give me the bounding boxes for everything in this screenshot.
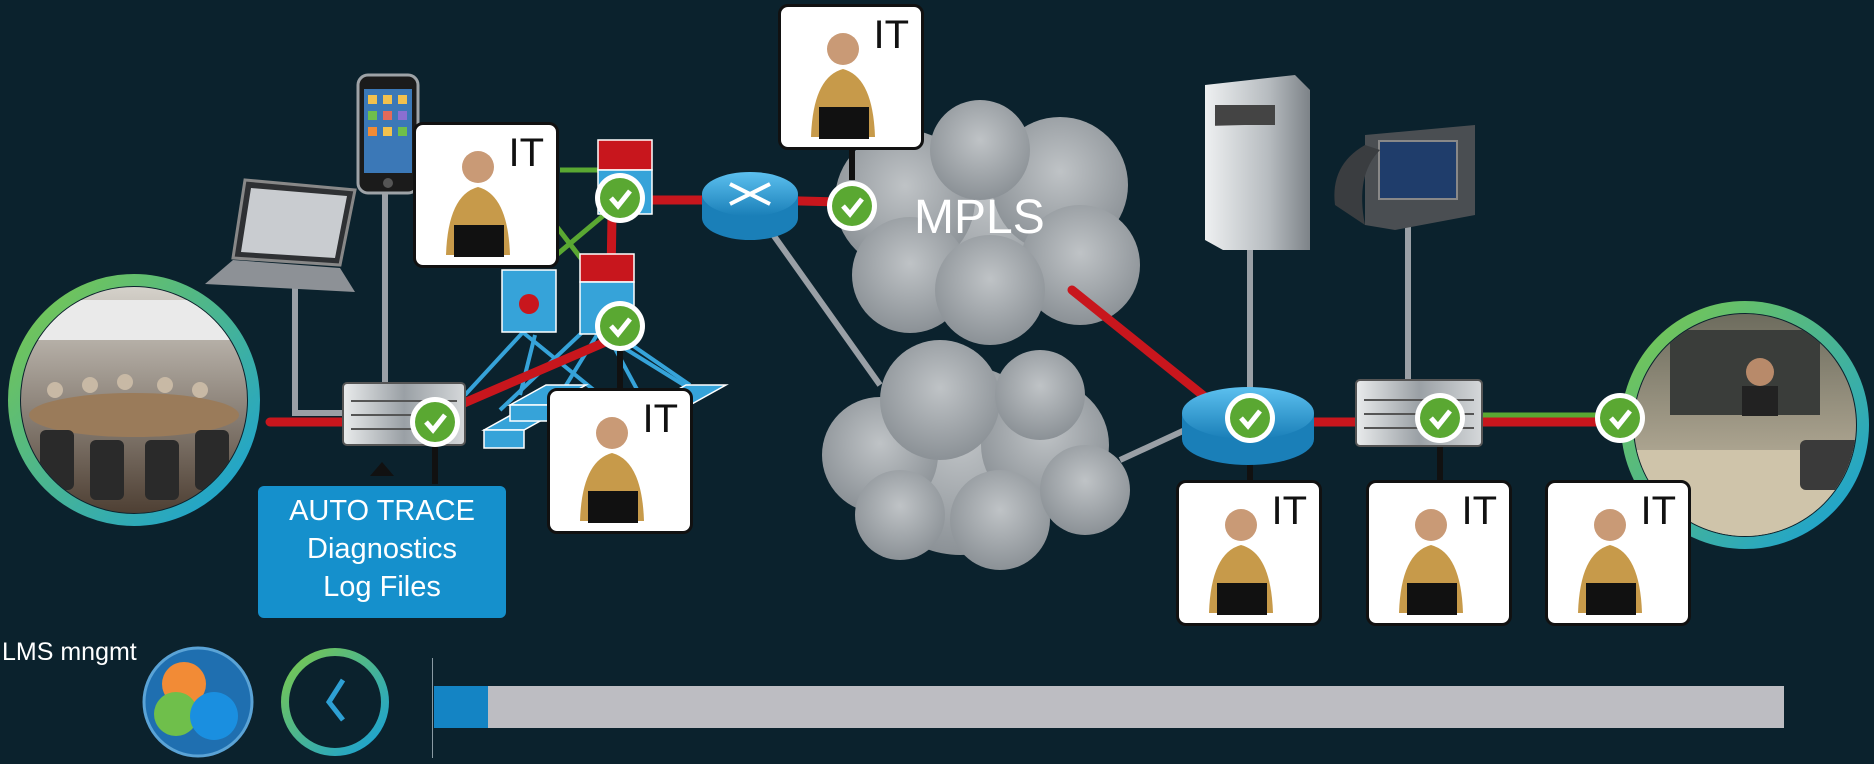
lms-logo-icon <box>142 646 254 758</box>
server-icon <box>1205 75 1310 250</box>
cloud-internet <box>822 340 1130 570</box>
it-label: IT <box>873 13 909 57</box>
checkmark-icon <box>410 173 1645 447</box>
layer3-switch-icon <box>501 269 557 333</box>
person-with-laptop-icon <box>1578 509 1642 615</box>
person-with-laptop-icon <box>811 33 875 139</box>
router-icon <box>702 172 798 240</box>
smartphone-icon <box>356 73 420 195</box>
person-with-laptop-icon <box>580 417 644 523</box>
trace-line-3: Log Files <box>323 571 441 603</box>
it-admin-card-left: IT <box>413 122 559 268</box>
trace-line-1: AUTO TRACE <box>289 495 475 527</box>
person-with-laptop-icon <box>1209 509 1273 615</box>
it-admin-card-top: IT <box>778 4 924 150</box>
pointer-arrow <box>370 462 394 476</box>
lms-label: LMS mngmt <box>2 638 137 666</box>
it-label: IT <box>1461 489 1497 533</box>
mpls-cloud-label: MPLS <box>914 191 1045 244</box>
laptop-icon <box>205 178 357 292</box>
conference-room-left <box>8 274 260 526</box>
clock-icon <box>281 648 389 756</box>
it-admin-card-center: IT <box>547 388 693 534</box>
it-admin-card-router: IT <box>1176 480 1322 626</box>
ip-phone-icon <box>1334 125 1475 230</box>
it-label: IT <box>642 397 678 441</box>
cloud-mpls <box>835 100 1140 345</box>
it-admin-card-switch: IT <box>1366 480 1512 626</box>
it-label: IT <box>1271 489 1307 533</box>
it-admin-card-endpoint: IT <box>1545 480 1691 626</box>
trace-line-2: Diagnostics <box>307 533 457 565</box>
office-room-right <box>1621 301 1869 549</box>
progress-bar <box>434 686 1784 728</box>
person-with-laptop-icon <box>446 151 510 257</box>
it-label: IT <box>1640 489 1676 533</box>
person-with-laptop-icon <box>1399 509 1463 615</box>
auto-trace-box[interactable]: AUTO TRACE Diagnostics Log Files <box>258 486 506 618</box>
progress-fill <box>434 686 488 728</box>
blue-links <box>463 323 702 412</box>
it-label: IT <box>508 131 544 175</box>
timeline-divider <box>432 658 433 758</box>
